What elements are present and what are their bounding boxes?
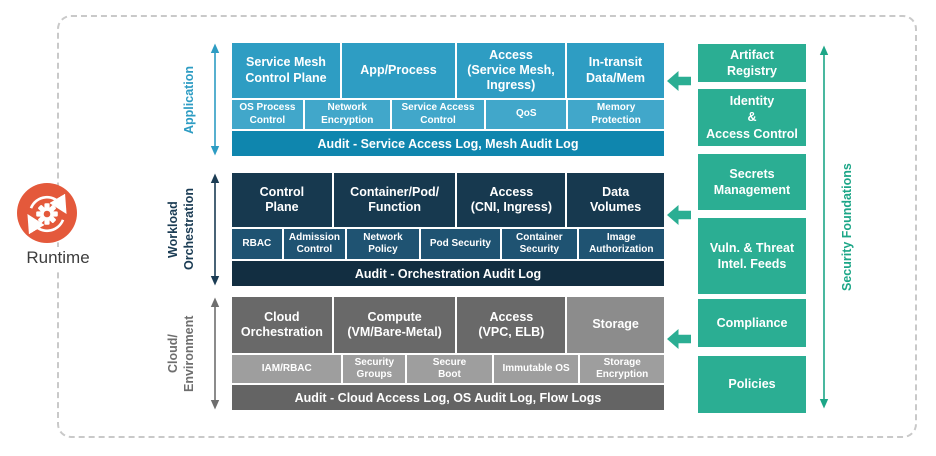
box-app-process: App/Process	[342, 43, 455, 98]
box-cloud-orchestration: Cloud Orchestration	[232, 297, 332, 353]
cloud-sub-row: IAM/RBAC Security Groups Secure Boot Imm…	[232, 355, 664, 383]
application-layer-stack: Service Mesh Control Plane App/Process A…	[232, 43, 664, 156]
box-os-process-control: OS Process Control	[232, 100, 303, 129]
box-control-plane: Control Plane	[232, 173, 332, 227]
box-pod-security: Pod Security	[420, 229, 501, 259]
foundation-compliance: Compliance	[698, 299, 806, 347]
foundation-artifact-registry: Artifact Registry	[698, 44, 806, 82]
application-sub-row: OS Process Control Network Encryption Se…	[232, 100, 664, 129]
workload-sub-row: RBAC Admission Control Network Policy Po…	[232, 229, 664, 259]
box-service-access-control: Service Access Control	[391, 100, 485, 129]
box-in-transit-data-mem: In-transit Data/Mem	[567, 43, 664, 98]
box-iam-rbac: IAM/RBAC	[232, 355, 342, 383]
box-access-vpc-elb: Access (VPC, ELB)	[457, 297, 566, 353]
cloud-audit-bar: Audit - Cloud Access Log, OS Audit Log, …	[232, 385, 664, 410]
cloud-main-row: Cloud Orchestration Compute (VM/Bare-Met…	[232, 297, 664, 353]
runtime-label: Runtime	[6, 247, 110, 269]
box-storage-encryption: Storage Encryption	[580, 355, 664, 383]
box-data-volumes: Data Volumes	[567, 173, 664, 227]
foundation-to-cloud-arrow-icon	[667, 329, 691, 349]
box-service-mesh-control-plane: Service Mesh Control Plane	[232, 43, 340, 98]
layer-label-application: Application	[181, 65, 196, 134]
box-access-service-mesh-ingress: Access (Service Mesh, Ingress)	[457, 43, 565, 98]
box-memory-protection: Memory Protection	[568, 100, 664, 129]
foundation-to-application-arrow-icon	[667, 71, 691, 91]
foundation-vuln-threat-intel-feeds: Vuln. & Threat Intel. Feeds	[698, 218, 806, 294]
box-network-encryption: Network Encryption	[304, 100, 390, 129]
foundation-secrets-management: Secrets Management	[698, 154, 806, 210]
box-image-authorization: Image Authorization	[578, 229, 664, 259]
cloud-layer-stack: Cloud Orchestration Compute (VM/Bare-Met…	[232, 297, 664, 410]
foundation-identity-access-control: Identity & Access Control	[698, 89, 806, 146]
box-admission-control: Admission Control	[283, 229, 346, 259]
runtime-gear-cycle-icon	[17, 183, 77, 243]
application-extent-arrow-icon	[210, 43, 220, 156]
workload-audit-bar: Audit - Orchestration Audit Log	[232, 261, 664, 286]
box-container-pod-function: Container/Pod/ Function	[333, 173, 456, 227]
box-network-policy: Network Policy	[347, 229, 419, 259]
box-container-security: Container Security	[502, 229, 577, 259]
box-security-groups: Security Groups	[343, 355, 406, 383]
foundation-to-workload-arrow-icon	[667, 205, 691, 225]
security-foundations-label: Security Foundations	[839, 163, 854, 291]
box-storage: Storage	[567, 297, 664, 353]
foundation-policies: Policies	[698, 356, 806, 413]
box-access-cni-ingress: Access (CNI, Ingress)	[457, 173, 566, 227]
box-rbac: RBAC	[232, 229, 282, 259]
application-audit-bar: Audit - Service Access Log, Mesh Audit L…	[232, 131, 664, 156]
cloud-extent-arrow-icon	[210, 297, 220, 410]
layer-label-workload-orchestration: Workload Orchestration	[165, 188, 196, 271]
box-secure-boot: Secure Boot	[407, 355, 492, 383]
box-compute-vm-bare-metal: Compute (VM/Bare-Metal)	[333, 297, 456, 353]
workload-main-row: Control Plane Container/Pod/ Function Ac…	[232, 173, 664, 227]
box-qos: QoS	[486, 100, 567, 129]
security-foundations-extent-arrow-icon	[819, 45, 829, 409]
workload-extent-arrow-icon	[210, 173, 220, 286]
workload-layer-stack: Control Plane Container/Pod/ Function Ac…	[232, 173, 664, 286]
application-main-row: Service Mesh Control Plane App/Process A…	[232, 43, 664, 98]
layer-label-cloud-environment: Cloud/ Environment	[165, 315, 196, 392]
box-immutable-os: Immutable OS	[493, 355, 579, 383]
